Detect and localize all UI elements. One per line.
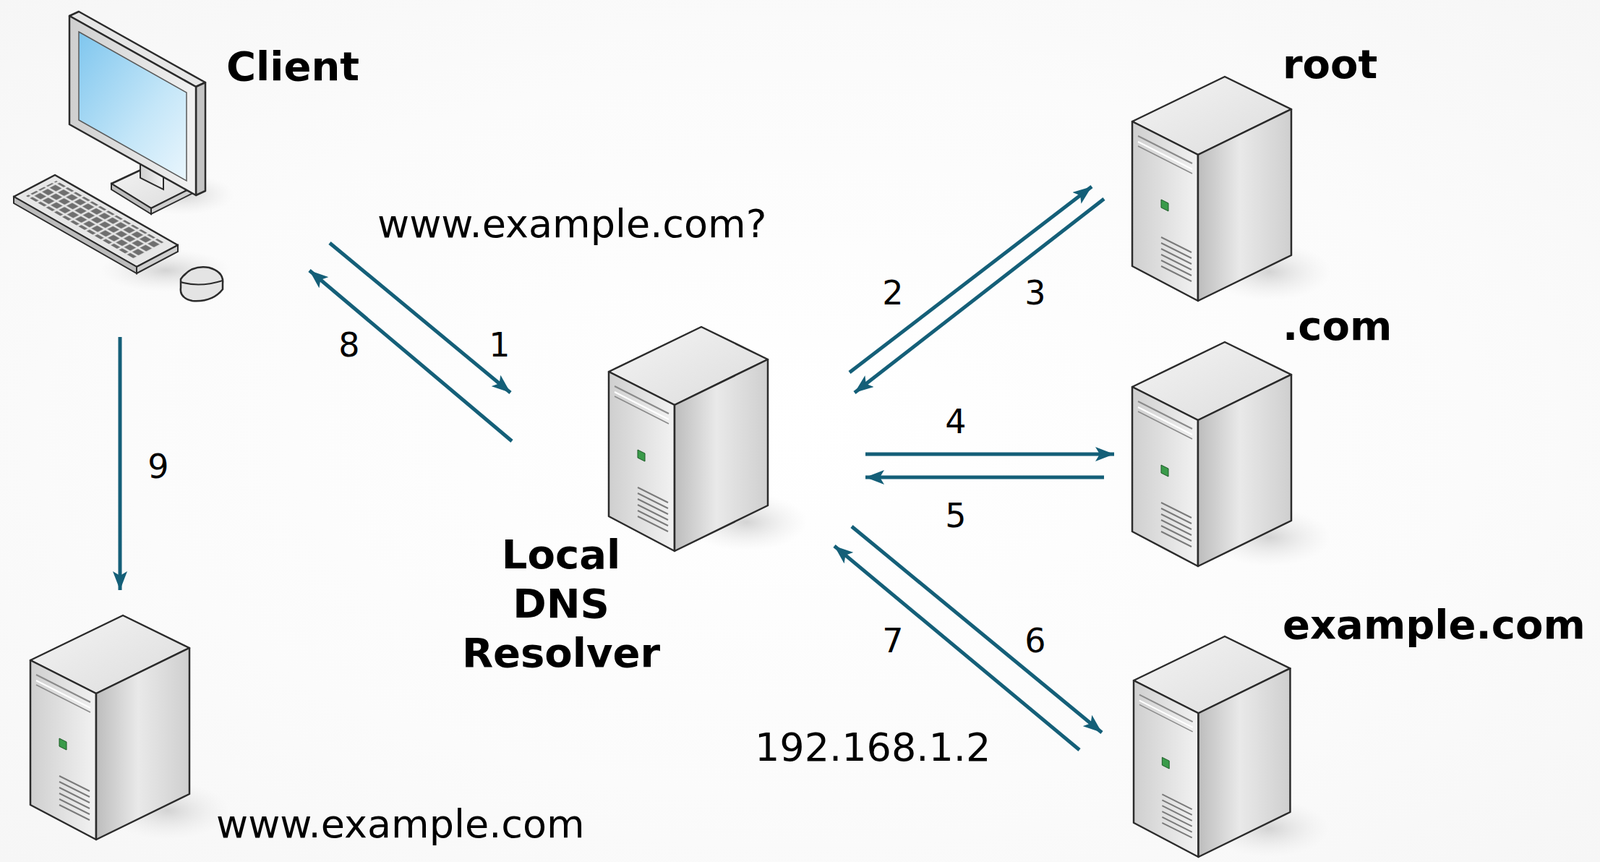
step-number: 2: [882, 274, 904, 312]
server-icon: [1132, 76, 1313, 301]
flow-arrow: [849, 186, 1092, 373]
step-number: 3: [1024, 274, 1046, 312]
step-number: 1: [488, 326, 510, 364]
step-number: 8: [338, 326, 360, 364]
server-icon: [1132, 341, 1313, 567]
step-number: 7: [882, 621, 904, 660]
node-label: .com: [1282, 301, 1392, 351]
server-icon: [1132, 636, 1313, 857]
step-number: 9: [147, 447, 169, 486]
annotation-text: 192.168.1.2: [754, 725, 991, 770]
flow-arrow: [854, 198, 1105, 393]
flow-arrow: [851, 526, 1102, 733]
com-server: .com: [1132, 341, 1313, 567]
node-label: www.example.com: [216, 799, 585, 849]
node-label: example.com: [1282, 600, 1586, 650]
flow-arrow: [118, 336, 123, 590]
server-icon: [608, 326, 790, 551]
flow-arrow: [865, 475, 1105, 480]
client-computer: Client: [10, 10, 228, 307]
example-server: example.com: [1132, 636, 1313, 857]
root-server: root: [1132, 76, 1313, 301]
node-label: Local DNS Resolver: [461, 529, 661, 678]
step-number: 5: [944, 496, 966, 535]
server-icon: [30, 615, 212, 840]
resolver-server: Local DNS Resolver: [608, 326, 790, 551]
flow-arrow: [834, 545, 1080, 750]
computer-icon: [10, 10, 228, 307]
node-label: Client: [226, 41, 360, 92]
step-number: 4: [944, 402, 966, 441]
step-number: 6: [1024, 621, 1046, 660]
node-label: root: [1282, 39, 1378, 89]
flow-arrow: [309, 270, 512, 442]
flow-arrow: [329, 242, 511, 393]
www-server: www.example.com: [30, 615, 212, 840]
annotation-text: www.example.com?: [377, 201, 767, 247]
flow-arrow: [865, 452, 1115, 457]
